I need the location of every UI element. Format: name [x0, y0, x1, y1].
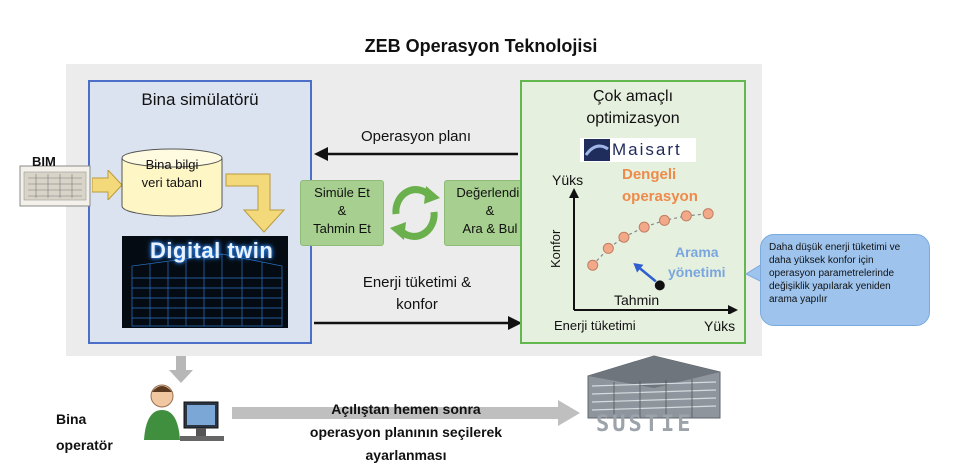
operator-icon: [144, 384, 224, 441]
energy-comfort-arrow: [314, 316, 522, 330]
search-arrow: [639, 267, 657, 283]
x-axis-high-label: Yüks: [704, 318, 736, 334]
cycle-arrows-icon: [390, 186, 440, 240]
energy-comfort-label: Enerji tüketimi & konfor: [362, 274, 472, 313]
operation-plan-label: Operasyon planı: [360, 128, 472, 145]
digital-twin-building-icon: [131, 253, 283, 327]
diagram-title: ZEB Operasyon Teknolojisi: [364, 36, 598, 56]
pareto-chart: [569, 188, 738, 314]
simulate-predict-box: Simüle Et & Tahmin Et: [300, 180, 384, 246]
sustie-brand: SUSTIE: [596, 412, 694, 437]
pareto-point: [602, 242, 614, 254]
pareto-point: [658, 214, 670, 226]
search-management-label: Arama yönetimi: [668, 244, 726, 280]
bim-document-icon: [19, 165, 91, 207]
operation-plan-arrow: [314, 147, 518, 161]
y-axis-high-label: Yüks: [552, 172, 584, 188]
forecast-point: [654, 280, 665, 291]
maisart-logo: [580, 138, 696, 162]
pareto-point: [680, 210, 692, 222]
bim-label: BIM: [32, 154, 56, 169]
operator-label: Bina operatör: [56, 411, 113, 453]
forecast-label: Tahmin: [614, 292, 660, 308]
digital-twin-image: [122, 236, 288, 328]
operation-description: Açılıştan hemen sonra operasyon planının…: [309, 401, 503, 463]
x-axis-label: Enerji tüketimi: [554, 318, 636, 333]
database-to-twin-arrow: [225, 173, 286, 233]
search-arrowhead: [633, 262, 644, 273]
pareto-point: [618, 231, 630, 243]
sustie-building-icon: [587, 355, 721, 419]
bim-to-database-arrow: [92, 170, 123, 200]
callout-note: Daha düşük enerji tüketimi ve daha yükse…: [760, 234, 930, 326]
optimizer-title: Çok amaçlı optimizasyon: [586, 88, 680, 127]
pareto-point: [638, 221, 650, 233]
database-label: Bina bilgi veri tabanı: [141, 157, 203, 190]
digital-twin-label: Digital twin: [150, 238, 274, 263]
y-axis-arrowhead: [569, 188, 579, 198]
panel-to-operator-arrow: [169, 356, 193, 383]
operator-to-building-arrow: [232, 400, 580, 426]
database-cylinder-icon: [121, 148, 223, 217]
maisart-mark-icon: [584, 139, 610, 161]
x-axis-arrowhead: [728, 305, 738, 314]
balanced-operation-label: Dengeli operasyon: [622, 166, 698, 205]
maisart-brand: Maisart: [612, 140, 682, 159]
pareto-point: [587, 259, 599, 271]
pareto-point: [702, 208, 714, 220]
simulator-title: Bina simülatörü: [141, 90, 259, 109]
